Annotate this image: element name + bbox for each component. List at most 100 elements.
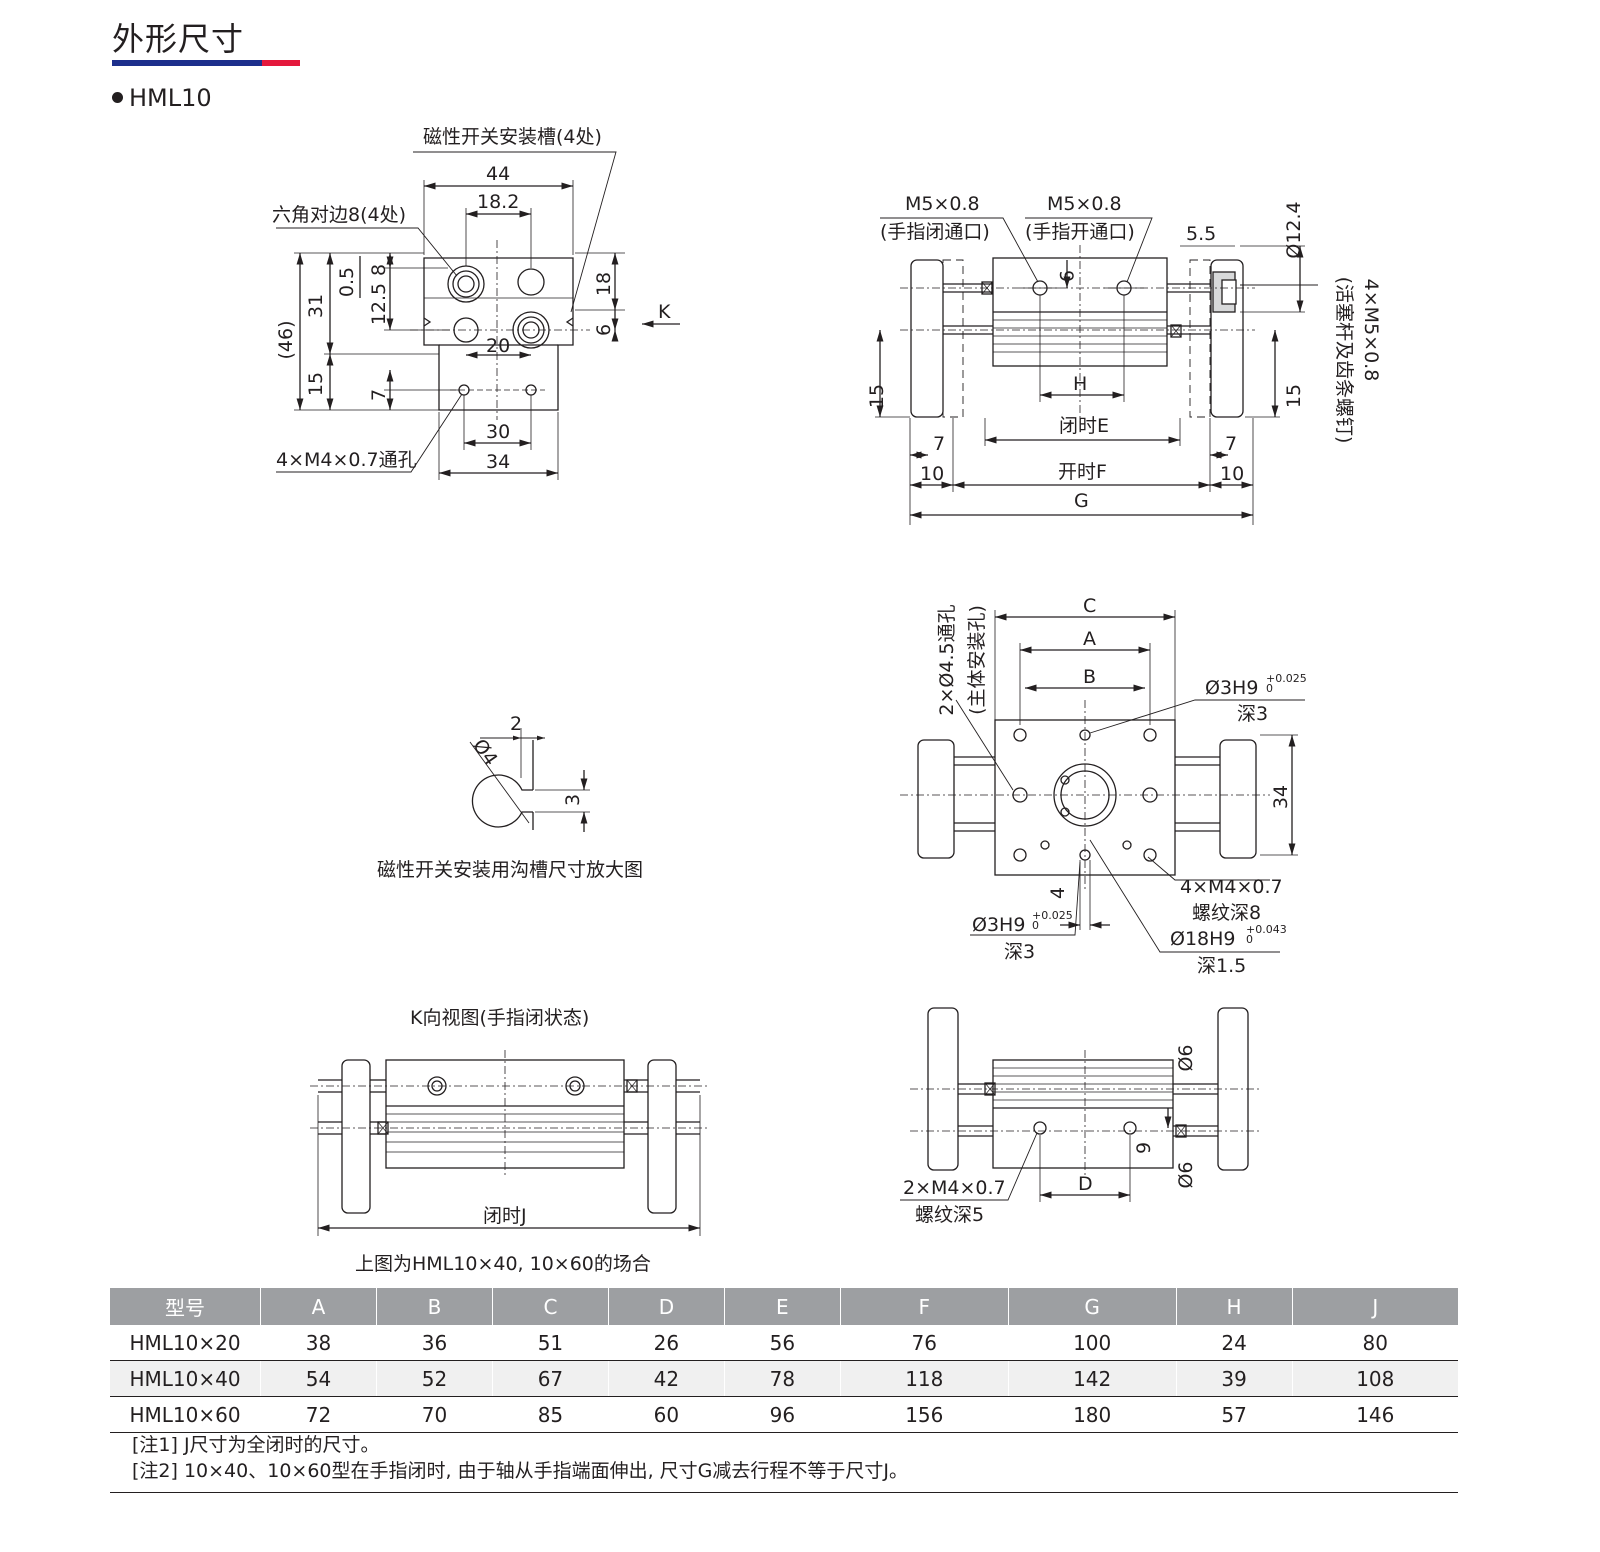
table-header: B xyxy=(376,1288,493,1325)
dim-c: C xyxy=(1083,595,1096,617)
table-cell: 67 xyxy=(492,1360,609,1397)
table-row: HML10×20 38 36 51 26 56 76 100 24 80 xyxy=(110,1325,1458,1361)
mount-hole-label: 2×Ø4.5通孔 xyxy=(936,604,958,715)
front-view-labels: 磁性开关安装槽(4处) 六角对边8(4处) 4×M4×0.7通孔 44 18.2… xyxy=(272,126,671,473)
dim-15-left: 15 xyxy=(866,384,888,408)
table-cell: 26 xyxy=(608,1325,725,1361)
bottom-view-labels: C A B 2×Ø4.5通孔 (主体安装孔) Ø3H9 +0.025 0 深3 … xyxy=(936,595,1307,977)
side-thread-depth: 螺纹深5 xyxy=(915,1204,984,1226)
dim-e: 闭时E xyxy=(1059,415,1109,437)
table-cell: 118 xyxy=(840,1360,1009,1397)
dim-10-left: 10 xyxy=(920,463,944,485)
bore-tol-low: 0 xyxy=(1246,933,1253,946)
front-view xyxy=(276,151,680,480)
model-name: HML10 xyxy=(129,84,212,112)
model-heading: HML10 xyxy=(112,84,212,112)
dim-31: 31 xyxy=(305,294,327,318)
table-cell: 72 xyxy=(260,1396,377,1433)
pin1-depth: 深3 xyxy=(1237,703,1268,725)
bore-label: Ø18H9 xyxy=(1170,928,1236,950)
groove-detail xyxy=(469,728,590,832)
pin1-tol-low: 0 xyxy=(1266,682,1273,695)
dim-9-side: 9 xyxy=(1133,1142,1155,1154)
table-cell: 51 xyxy=(492,1325,609,1361)
table-cell: HML10×60 xyxy=(110,1396,261,1433)
front-hole-label: 4×M4×0.7通孔 xyxy=(276,449,417,471)
dimension-drawing: 磁性开关安装槽(4处) 六角对边8(4处) 4×M4×0.7通孔 44 18.2… xyxy=(272,126,1382,1275)
dim-6: 6 xyxy=(593,324,615,336)
dim-g: G xyxy=(1074,490,1089,512)
top-view xyxy=(875,217,1318,525)
groove-caption: 磁性开关安装用沟槽尺寸放大图 xyxy=(377,859,643,881)
title-underline-red xyxy=(262,60,300,66)
note-1: [注1] J尺寸为全闭时的尺寸。 xyxy=(132,1434,380,1456)
table-cell: 39 xyxy=(1176,1360,1293,1397)
table-cell: 24 xyxy=(1176,1325,1293,1361)
dim-7-right: 7 xyxy=(1225,433,1237,455)
table-cell: 108 xyxy=(1292,1360,1458,1397)
k-view-note: 上图为HML10×40, 10×60的场合 xyxy=(355,1253,651,1275)
port-close-size: M5×0.8 xyxy=(905,193,980,215)
thread-depth: 螺纹深8 xyxy=(1192,902,1261,924)
dimension-table: 型号 A B C D E F G H J HML10×20 38 36 51 2… xyxy=(110,1288,1458,1433)
table-cell: 70 xyxy=(376,1396,493,1433)
pin2-label: Ø3H9 xyxy=(972,914,1025,936)
dim-h: H xyxy=(1073,373,1087,395)
table-cell: 57 xyxy=(1176,1396,1293,1433)
dim-18-2: 18.2 xyxy=(477,191,519,213)
dim-d: D xyxy=(1078,1173,1093,1195)
table-cell: 54 xyxy=(260,1360,377,1397)
table-cell: 146 xyxy=(1292,1396,1458,1433)
slot-label: 磁性开关安装槽(4处) xyxy=(423,126,602,148)
pin2-depth: 深3 xyxy=(1004,941,1035,963)
table-cell: 156 xyxy=(840,1396,1009,1433)
thread-label: 4×M4×0.7 xyxy=(1180,876,1283,898)
table-header: G xyxy=(1008,1288,1177,1325)
mount-hole-sub: (主体安装孔) xyxy=(966,605,988,715)
groove-dim-4: Ø4 xyxy=(468,735,502,770)
dim-6-top: Ø6 xyxy=(1175,1044,1197,1071)
k-arrow-label: K xyxy=(658,301,671,323)
table-cell: 56 xyxy=(724,1325,841,1361)
dim-12-5: 12.5 xyxy=(368,283,390,325)
dim-34: 34 xyxy=(486,451,510,473)
bullet-icon xyxy=(112,91,123,103)
table-cell: 78 xyxy=(724,1360,841,1397)
title-underline-blue xyxy=(112,60,262,66)
table-cell: 36 xyxy=(376,1325,493,1361)
table-cell: 52 xyxy=(376,1360,493,1397)
dim-j: 闭时J xyxy=(483,1205,527,1227)
dim-4-bottom: 4 xyxy=(1047,887,1069,899)
dim-b: B xyxy=(1083,666,1096,688)
dim-5-5: 5.5 xyxy=(1186,223,1216,245)
dim-9: 9 xyxy=(1055,270,1077,282)
side-thread-label: 2×M4×0.7 xyxy=(903,1177,1006,1199)
dim-f: 开时F xyxy=(1058,461,1107,483)
top-view-labels: M5×0.8 (手指闭通口) M5×0.8 (手指开通口) 5.5 Ø12.4 … xyxy=(866,193,1382,512)
pin1-label: Ø3H9 xyxy=(1205,677,1258,699)
table-header-row: 型号 A B C D E F G H J xyxy=(110,1288,1458,1325)
dim-30: 30 xyxy=(486,421,510,443)
port-open-label: (手指开通口) xyxy=(1025,221,1135,243)
dim-8: 8 xyxy=(368,264,390,276)
table-cell: 60 xyxy=(608,1396,725,1433)
dim-18: 18 xyxy=(593,272,615,296)
dim-7-left: 7 xyxy=(933,433,945,455)
table-header: D xyxy=(608,1288,725,1325)
dim-6-bottom: Ø6 xyxy=(1175,1161,1197,1188)
piston-thread-sub: (活塞杆及齿条螺钉) xyxy=(1333,277,1355,444)
k-view-title: K向视图(手指闭状态) xyxy=(410,1007,589,1029)
table-cell: 96 xyxy=(724,1396,841,1433)
table-cell: HML10×40 xyxy=(110,1360,261,1397)
table-header: A xyxy=(260,1288,377,1325)
pin2-tol-low: 0 xyxy=(1032,919,1039,932)
table-header: E xyxy=(724,1288,841,1325)
groove-dim-3: 3 xyxy=(562,794,584,806)
note-2: [注2] 10×40、10×60型在手指闭时, 由于轴从手指端面伸出, 尺寸G减… xyxy=(132,1460,908,1482)
bore-tol-up: +0.043 xyxy=(1246,923,1287,936)
dim-15: 15 xyxy=(305,372,327,396)
dim-10-right: 10 xyxy=(1220,463,1244,485)
table-header: C xyxy=(492,1288,609,1325)
groove-dim-2: 2 xyxy=(510,713,522,735)
bore-depth: 深1.5 xyxy=(1197,955,1246,977)
